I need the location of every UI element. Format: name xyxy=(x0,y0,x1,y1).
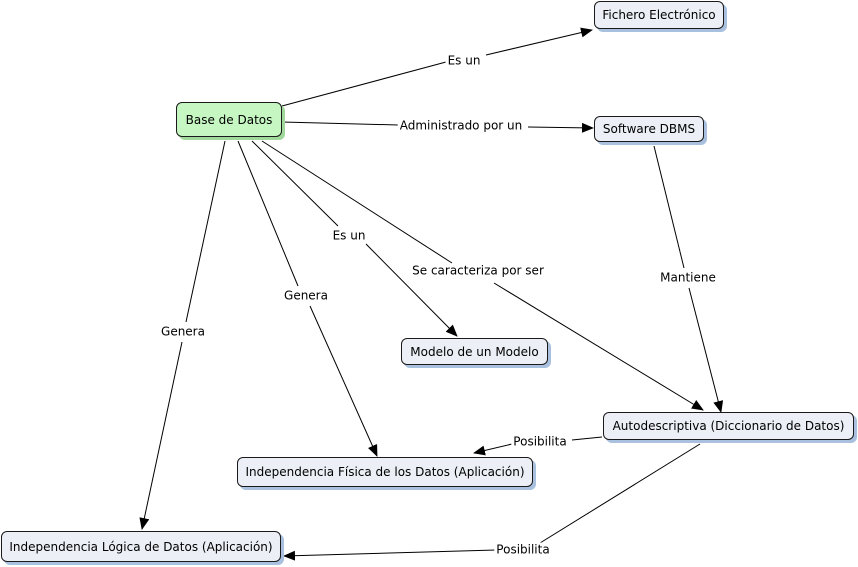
link-label-genera-fisica: Genera xyxy=(282,288,330,304)
link-label-es-un-modelo: Es un xyxy=(330,228,368,244)
node-base-de-datos[interactable]: Base de Datos xyxy=(176,102,282,137)
node-modelo-de-un-modelo[interactable]: Modelo de un Modelo xyxy=(401,338,548,365)
edge-posibilita-logica-a xyxy=(539,443,701,544)
edge-es-un-modelo-b xyxy=(365,243,458,337)
edge-administrado-a xyxy=(281,121,399,126)
edge-genera-logica-b xyxy=(139,341,183,530)
node-independencia-logica[interactable]: Independencia Lógica de Datos (Aplicació… xyxy=(1,531,281,562)
edge-mantiene-b xyxy=(688,287,724,413)
edge-posibilita-logica-b xyxy=(283,549,497,561)
link-label-mantiene: Mantiene xyxy=(658,270,718,286)
node-independencia-fisica[interactable]: Independencia Física de los Datos (Aplic… xyxy=(237,457,533,487)
edge-genera-logica-a xyxy=(185,140,226,323)
edge-genera-fisica-a xyxy=(237,140,299,287)
edge-es-un-fichero-b xyxy=(485,27,593,56)
edge-es-un-fichero-a xyxy=(281,61,447,107)
link-label-es-un-fichero: Es un xyxy=(445,53,483,69)
edge-genera-fisica-b xyxy=(309,305,378,457)
link-label-posibilita-fisica: Posibilita xyxy=(511,434,569,450)
edge-se-caracteriza-b xyxy=(493,282,704,411)
edge-mantiene-a xyxy=(653,145,685,269)
edge-administrado-b xyxy=(527,122,594,133)
link-label-se-caracteriza-por-ser: Se caracteriza por ser xyxy=(410,263,546,279)
node-software-dbms[interactable]: Software DBMS xyxy=(594,116,704,142)
node-fichero-electronico[interactable]: Fichero Electrónico xyxy=(594,1,724,29)
edge-es-un-modelo-a xyxy=(251,140,339,227)
link-label-administrado-por-un: Administrado por un xyxy=(397,118,525,134)
edge-posibilita-fisica-b xyxy=(473,443,513,456)
node-autodescriptiva[interactable]: Autodescriptiva (Diccionario de Datos) xyxy=(603,412,854,440)
link-label-posibilita-logica: Posibilita xyxy=(494,542,552,558)
edge-posibilita-fisica-a xyxy=(571,436,603,441)
link-label-genera-logica: Genera xyxy=(159,324,207,340)
edge-se-caracteriza-a xyxy=(261,140,453,264)
